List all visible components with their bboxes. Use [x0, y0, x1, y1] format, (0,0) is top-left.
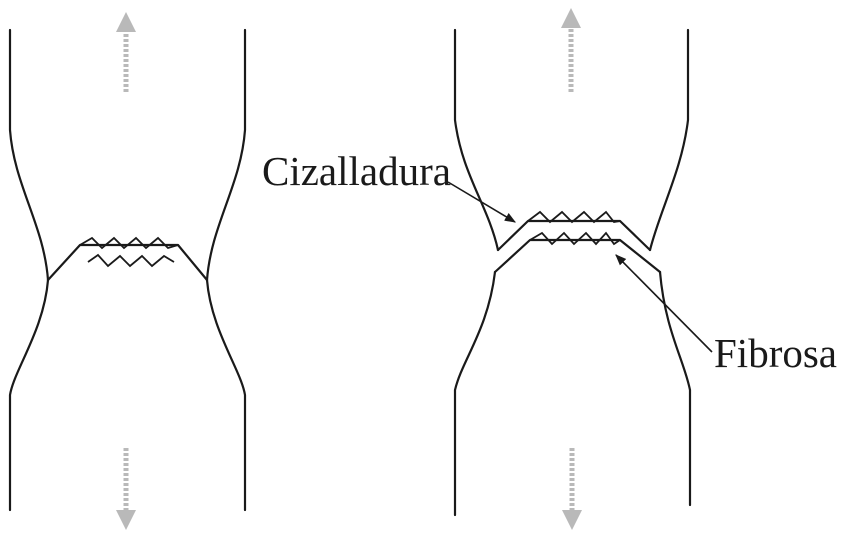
fibrous-label: Fibrosa — [714, 333, 837, 374]
right-lower-left-wall — [455, 272, 495, 515]
right-lower-right-wall — [660, 272, 690, 505]
shear-leader-arrow — [448, 182, 515, 222]
left-crack-top — [80, 238, 178, 248]
left-crack-bottom — [88, 255, 174, 266]
right-lower-fracture-edge — [495, 240, 660, 272]
right-upper-left-wall — [455, 30, 498, 250]
right-upper-right-wall — [650, 30, 688, 250]
right-specimen — [448, 18, 712, 520]
shear-label: Cizalladura — [262, 151, 451, 192]
left-upper-left-wall — [10, 30, 48, 280]
right-crack-bottom — [530, 233, 620, 244]
left-lower-right-wall — [207, 280, 245, 510]
left-upper-right-wall — [207, 30, 245, 280]
left-lower-left-wall — [10, 280, 48, 510]
left-specimen — [10, 22, 245, 520]
fibrous-leader-arrow — [616, 255, 712, 352]
